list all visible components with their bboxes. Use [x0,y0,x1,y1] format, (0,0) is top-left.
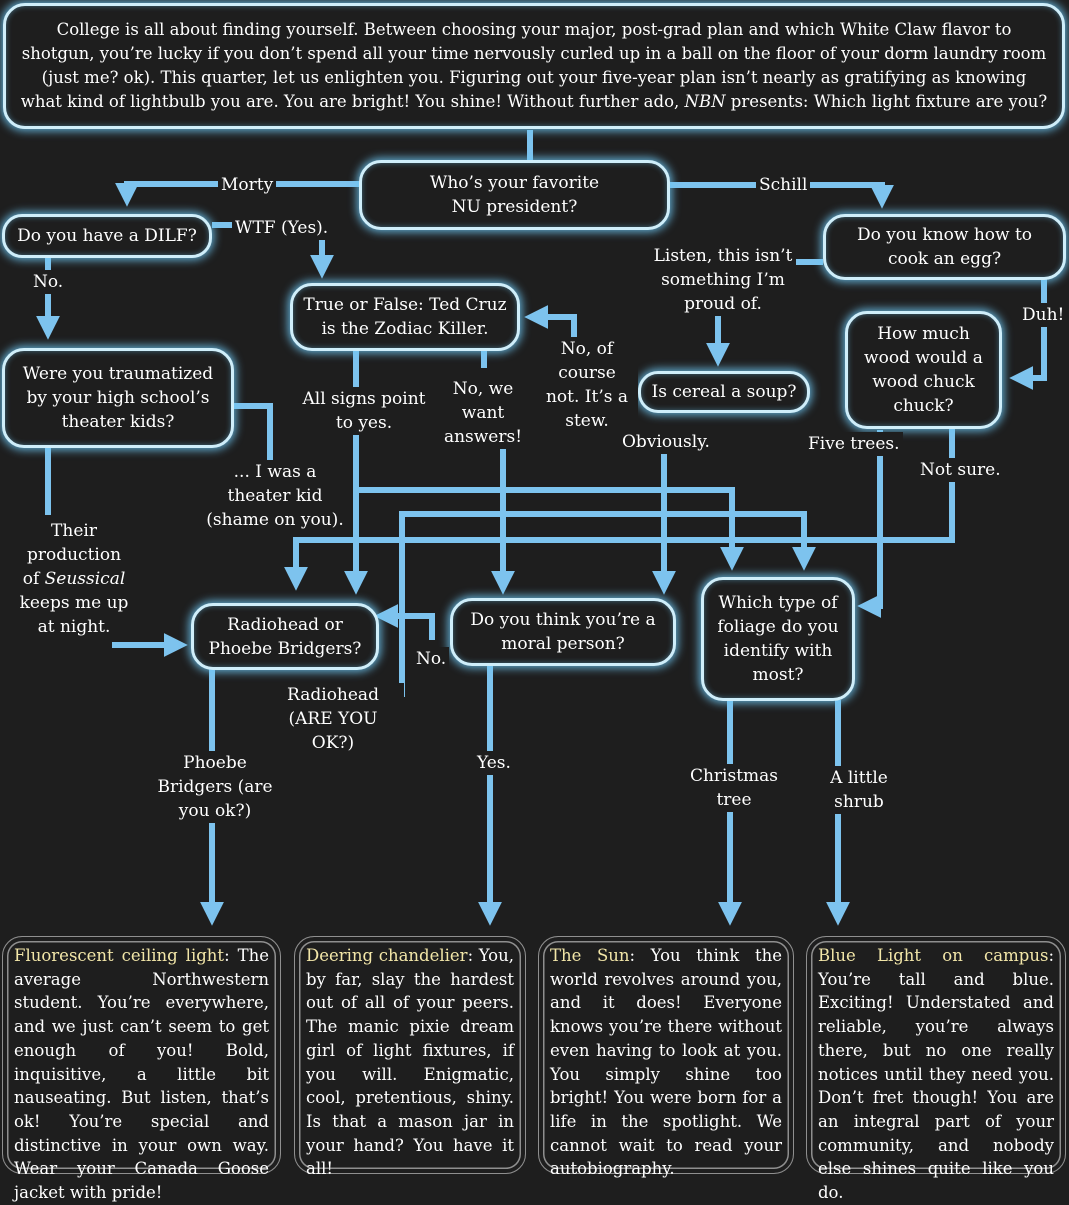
answer-morty: Morty [218,173,277,197]
answer-wtf-yes: WTF (Yes). [232,216,332,240]
answer-five-trees: Five trees. [805,432,903,456]
arrow-wood-to-radiohead [284,427,955,591]
result-text: : You, by far, slay the hardest out of a… [306,946,514,1179]
question-radiohead: Radiohead or Phoebe Bridgers? [191,603,379,670]
result-text: : The average Northwestern student. You’… [14,946,270,1203]
question-wood: How much wood would a wood chuck chuck? [845,311,1002,429]
answer-little-shrub: A little shrub [820,766,898,814]
answer-no-moral: No. [413,647,450,671]
arrow-to-dilf [115,181,360,207]
arrow-to-egg [670,182,894,209]
question-zodiac: True or False: Ted Cruz is the Zodiac Ki… [290,283,520,351]
result-blue-light: Blue Light on campus: You’re tall and bl… [806,936,1066,1202]
question-theater: Were you traumatized by your high school… [2,348,234,448]
answer-theater-kid: ... I was a theater kid (shame on you). [197,460,353,532]
answer-all-signs: All signs point to yes. [296,387,432,435]
result-text: : You’re tall and blue. Exciting! Unders… [818,946,1054,1203]
result-title: The Sun [550,946,630,965]
answer-radiohead-ok: Radiohead (ARE YOU OK?) [262,683,404,755]
result-deering: Deering chandelier: You, by far, slay th… [294,936,526,1178]
answer-no-of-course: No, of course not. It’s a stew. [536,337,638,433]
answer-obviously: Obviously. [619,430,713,454]
result-sun: The Sun: You think the world revolves ar… [538,936,794,1178]
arrow-theater-to-loop [233,403,732,560]
arrow-egg-to-wood [1009,278,1047,390]
intro-text-end: presents: Which light fixture are you? [730,92,1048,111]
question-president: Who’s your favorite NU president? [359,160,670,230]
answer-christmas-tree: Christmas tree [684,764,784,812]
question-foliage: Which type of foliage do you identify wi… [701,577,855,701]
intro-box: College is all about finding yourself. B… [3,3,1065,129]
answer-schill: Schill [756,173,811,197]
result-title: Deering chandelier [306,946,468,965]
answer-phoebe-ok: Phoebe Bridgers (are you ok?) [144,751,286,823]
brand-name: NBN [684,92,726,111]
result-text: : You think the world revolves around yo… [550,946,782,1179]
result-fluorescent: Fluorescent ceiling light: The average N… [2,936,281,1202]
answer-seussical-after: keeps me up at night. [19,593,129,637]
answer-duh: Duh! [1019,303,1068,327]
seussical-title: Seussical [44,569,126,589]
arrow-wood-to-foliage [857,430,883,618]
answer-listen: Listen, this isn’t something I’m proud o… [650,244,796,316]
answer-seussical: Their production of Seussical keeps me u… [16,519,132,639]
answer-seussical-before: Their production of [22,521,122,589]
answer-no-we-want: No, we want answers! [432,377,534,449]
answer-not-sure: Not sure. [917,458,1004,482]
question-dilf: Do you have a DILF? [2,214,212,258]
question-egg: Do you know how to cook an egg? [823,214,1066,280]
question-moral: Do you think you’re a moral person? [450,598,676,666]
question-cereal: Is cereal a soup? [638,371,810,413]
answer-no-dilf: No. [30,270,67,294]
intro-text: College is all about finding yourself. B… [20,20,1047,111]
arrow-moral-no-to-radiohead [374,604,435,640]
answer-yes-moral: Yes. [474,751,514,775]
result-title: Blue Light on campus [818,946,1049,965]
result-title: Fluorescent ceiling light [14,946,225,965]
